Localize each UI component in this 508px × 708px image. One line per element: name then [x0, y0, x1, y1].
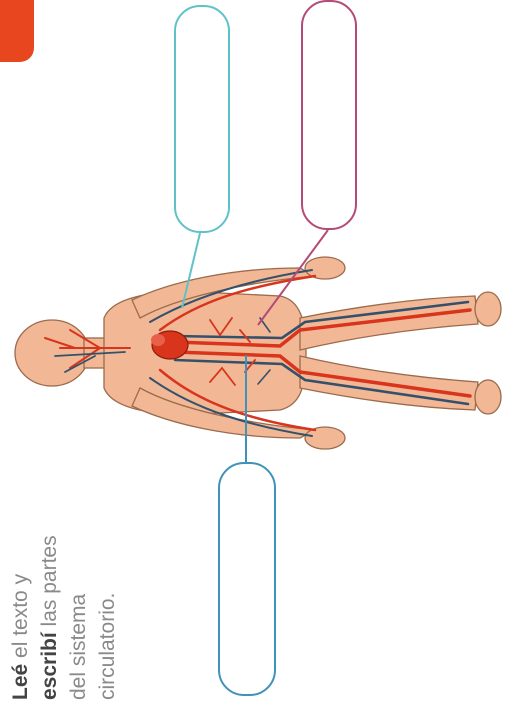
body-foot-upper	[475, 292, 501, 326]
heart-icon	[151, 331, 188, 359]
instruction-line-2: escribí las partes	[35, 500, 64, 700]
answer-box-top-left[interactable]	[174, 5, 230, 233]
answer-box-top-right[interactable]	[301, 0, 357, 230]
instruction-line-4: circulatorio.	[93, 500, 122, 700]
instruction-bold-word-1: Leé	[9, 664, 32, 700]
instruction-rest-1: el texto y	[9, 574, 32, 664]
body-foot-lower	[475, 380, 501, 414]
answer-box-bottom[interactable]	[218, 462, 276, 696]
instruction-rest-2: las partes	[38, 535, 61, 632]
instruction-line-3: del sistema	[64, 500, 93, 700]
instruction-line-1: Leé el texto y	[6, 500, 35, 700]
body-head	[15, 320, 89, 386]
instruction-bold-word-2: escribí	[38, 632, 61, 700]
